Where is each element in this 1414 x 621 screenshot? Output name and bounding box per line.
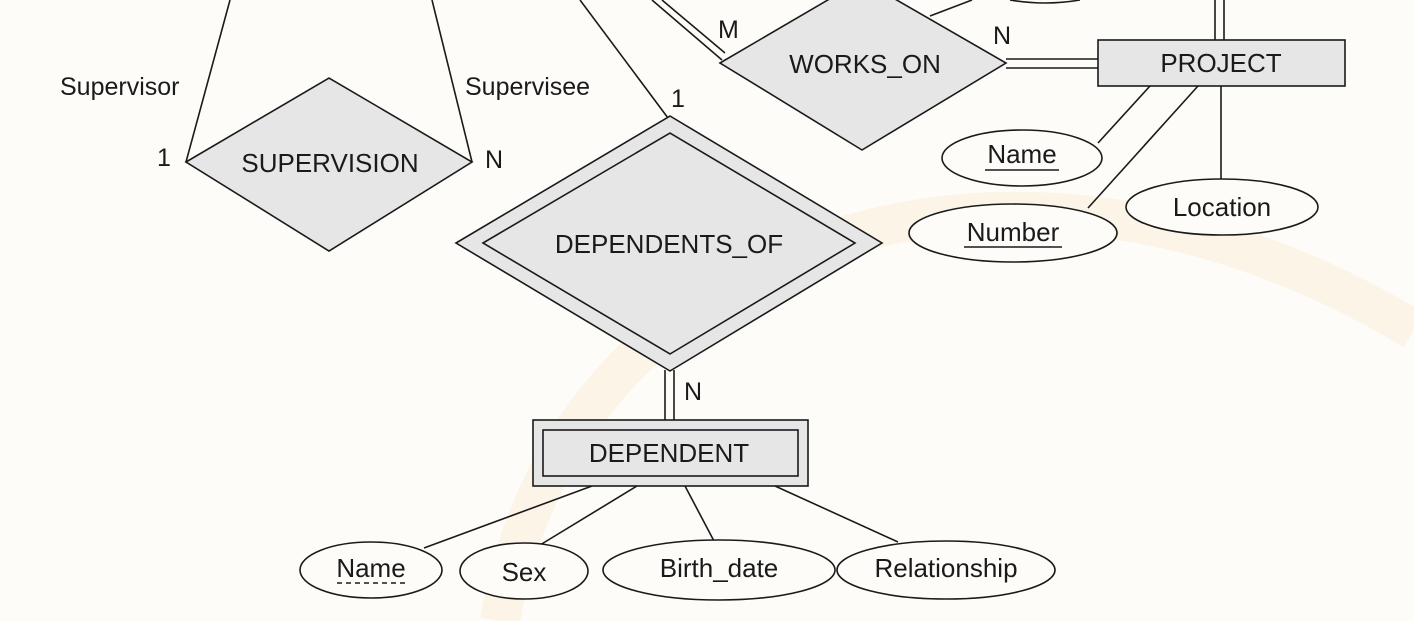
dependent-relationship-line: [774, 485, 899, 543]
dependent-sex-text: Sex: [502, 557, 547, 587]
supervisee-line: [431, 0, 473, 163]
dependents-of-employee-cardinality: 1: [671, 85, 685, 113]
dependents-of-relationship[interactable]: DEPENDENTS_OF: [454, 115, 884, 372]
supervision-relationship[interactable]: SUPERVISION: [184, 77, 474, 252]
project-name-attribute[interactable]: Name: [941, 129, 1103, 187]
supervisee-role-label: Supervisee: [465, 73, 590, 101]
supervisor-role-label: Supervisor: [60, 73, 180, 101]
dependent-sex-attribute[interactable]: Sex: [459, 542, 589, 600]
works-on-employee-line-a: [651, 0, 723, 61]
upper-arc-fragment: [1009, 0, 1081, 4]
dependent-relationship-attribute[interactable]: Relationship: [836, 540, 1056, 600]
works-on-label: WORKS_ON: [789, 49, 941, 79]
project-location-text: Location: [1173, 192, 1271, 222]
dependent-sex-line: [539, 485, 638, 546]
project-label: PROJECT: [1160, 48, 1281, 78]
dependent-label: DEPENDENT: [589, 438, 749, 468]
supervision-label: SUPERVISION: [241, 148, 418, 178]
project-number-attribute[interactable]: Number: [908, 203, 1118, 263]
project-name-text: Name: [987, 139, 1056, 169]
dependents-of-employee-line: [579, 0, 669, 119]
dependent-entity[interactable]: DEPENDENT: [532, 419, 809, 487]
dependent-birth-date-line: [684, 485, 715, 542]
works-on-project-cardinality: N: [993, 22, 1011, 50]
supervisor-line: [185, 0, 231, 163]
project-number-line: [1087, 85, 1199, 209]
supervisor-cardinality: 1: [157, 144, 171, 172]
dependents-of-dependent-cardinality: N: [684, 378, 702, 406]
works-on-upper-line: [929, 0, 973, 17]
supervisee-cardinality: N: [485, 146, 503, 174]
dependent-birth-date-attribute[interactable]: Birth_date: [602, 539, 836, 601]
dependents-of-label: DEPENDENTS_OF: [555, 229, 783, 259]
works-on-employee-line-b: [661, 0, 726, 54]
project-number-text: Number: [967, 217, 1060, 247]
dependent-birth-date-text: Birth_date: [660, 553, 779, 583]
project-entity[interactable]: PROJECT: [1097, 39, 1346, 87]
project-name-line: [1097, 85, 1151, 144]
works-on-employee-cardinality: M: [718, 16, 739, 44]
works-on-relationship[interactable]: WORKS_ON: [718, 0, 1008, 151]
dependent-name-text: Name: [336, 553, 405, 583]
dependent-name-line: [423, 485, 593, 549]
dependent-relationship-text: Relationship: [874, 553, 1017, 583]
project-location-attribute[interactable]: Location: [1125, 178, 1319, 236]
dependent-name-attribute[interactable]: Name: [299, 541, 443, 599]
